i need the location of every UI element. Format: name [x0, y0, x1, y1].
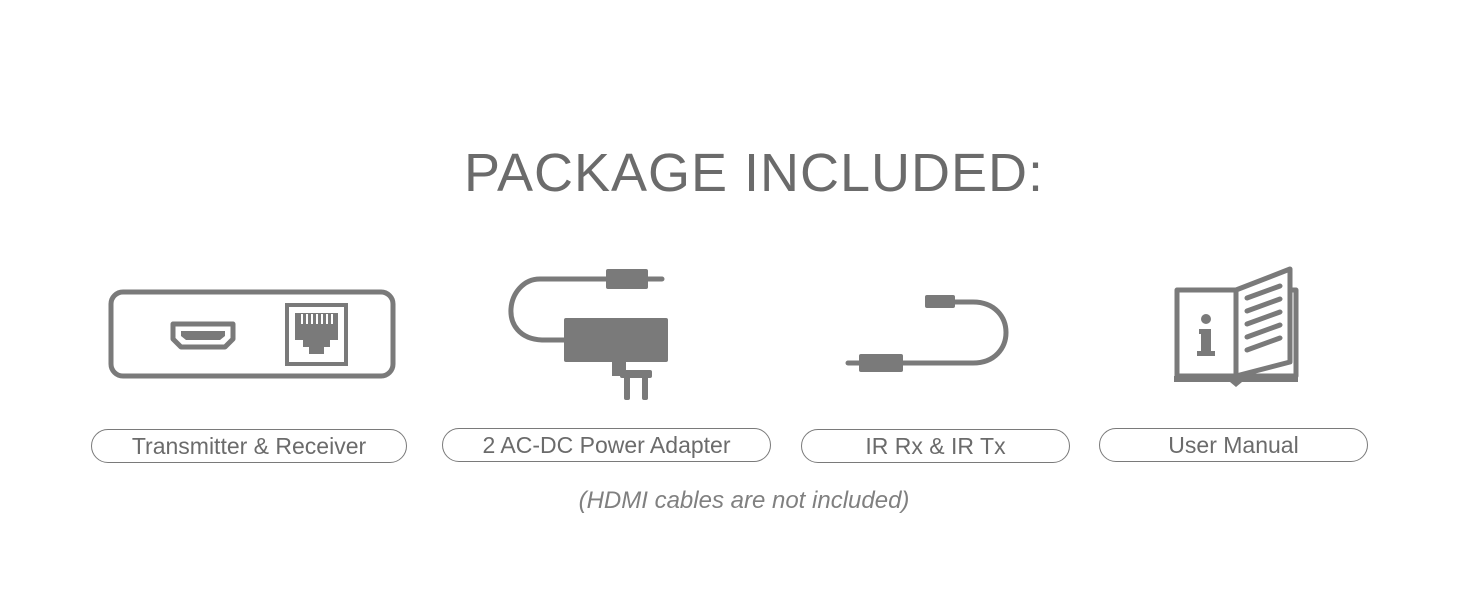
label-user-manual: User Manual — [1099, 428, 1368, 462]
page-title: PACKAGE INCLUDED: — [463, 143, 1045, 203]
hdmi-not-included-note: (HDMI cables are not included) — [578, 487, 910, 514]
user-manual-icon — [1174, 266, 1299, 387]
label-ir-cable: IR Rx & IR Tx — [801, 429, 1070, 463]
label-transmitter-receiver: Transmitter & Receiver — [91, 429, 407, 463]
ir-cable-icon — [845, 295, 1009, 372]
transmitter-receiver-icon — [108, 289, 396, 379]
power-adapter-icon — [508, 269, 668, 400]
label-power-adapter: 2 AC-DC Power Adapter — [442, 428, 771, 462]
